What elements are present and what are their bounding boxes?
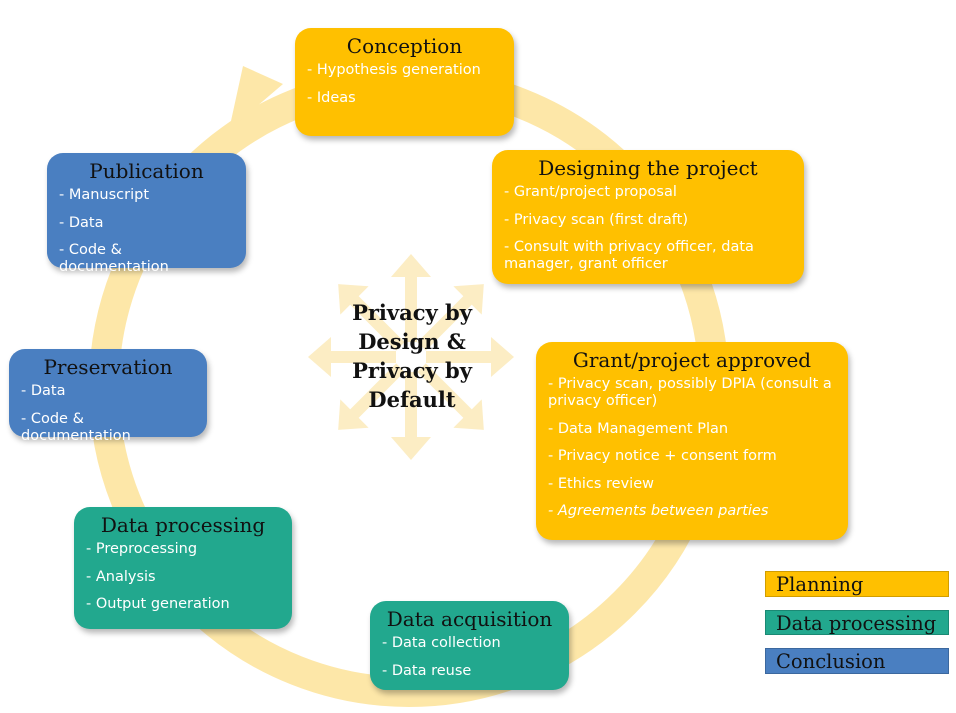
stage-data-acquisition-list: - Data collection - Data reuse <box>382 635 557 680</box>
center-eight-way-arrows-icon <box>308 254 514 460</box>
stage-preservation-item: - Code & documentation <box>21 410 131 444</box>
stage-conception-title: Conception <box>346 34 463 58</box>
stage-publication: Publication - Manuscript - Data - Code &… <box>47 153 246 275</box>
stage-publication-item: - Code & documentation <box>59 242 169 275</box>
stage-grant-approved-title: Grant/project approved <box>572 348 812 372</box>
stage-designing-project-title: Designing the project <box>538 156 758 180</box>
stage-publication-item: - Manuscript <box>59 187 150 203</box>
stage-data-processing-item: - Analysis <box>86 568 156 585</box>
stage-conception: Conception - Hypothesis generation - Ide… <box>295 28 514 136</box>
stage-preservation-item: - Data <box>21 383 66 399</box>
legend-data-processing: Data processing <box>765 610 949 635</box>
cycle-arrowhead-icon <box>229 66 283 130</box>
stage-data-acquisition-item: - Data collection <box>382 635 501 651</box>
stage-grant-approved-item: - Privacy notice + consent form <box>548 448 777 464</box>
stage-grant-approved-list: - Privacy scan, possibly DPIA (consult a… <box>548 376 836 520</box>
stage-data-acquisition-item: - Data reuse <box>382 662 472 679</box>
stage-data-acquisition: Data acquisition - Data collection - Dat… <box>370 601 569 690</box>
stage-grant-approved: Grant/project approved - Privacy scan, p… <box>536 342 848 540</box>
stage-preservation: Preservation - Data - Code & documentati… <box>9 349 207 444</box>
stage-publication-list: - Manuscript - Data - Code & documentati… <box>59 187 234 276</box>
center-title: Privacy by Design & Privacy by Default <box>352 300 472 412</box>
stage-grant-approved-item: - Privacy scan, possibly DPIA (consult a… <box>548 376 832 409</box>
stage-data-processing-list: - Preprocessing - Analysis - Output gene… <box>86 541 280 613</box>
stage-data-acquisition-title: Data acquisition <box>386 607 553 631</box>
stage-designing-project-item: - Grant/project proposal <box>504 184 677 200</box>
legend-planning: Planning <box>765 571 949 597</box>
stage-data-processing: Data processing - Preprocessing - Analys… <box>74 507 292 629</box>
stage-publication-item: - Data <box>59 214 104 231</box>
stage-data-processing-title: Data processing <box>100 513 266 537</box>
stage-grant-approved-item: - Ethics review <box>548 475 654 492</box>
stage-conception-list: - Hypothesis generation - Ideas <box>307 62 502 107</box>
stage-publication-title: Publication <box>89 159 204 183</box>
stage-data-processing-item: - Preprocessing <box>86 541 198 557</box>
stage-grant-approved-item: - Agreements between parties <box>548 503 769 519</box>
stage-preservation-list: - Data - Code & documentation <box>21 383 195 445</box>
stage-data-processing-item: - Output generation <box>86 596 230 612</box>
stage-designing-project-item: - Privacy scan (first draft) <box>504 211 689 228</box>
stage-designing-project: Designing the project - Grant/project pr… <box>492 150 804 284</box>
stage-designing-project-list: - Grant/project proposal - Privacy scan … <box>504 184 792 273</box>
stage-conception-item: - Ideas <box>307 89 356 106</box>
stage-preservation-title: Preservation <box>43 355 173 379</box>
legend-conclusion: Conclusion <box>765 648 949 674</box>
stage-conception-item: - Hypothesis generation <box>307 62 481 78</box>
stage-grant-approved-item: - Data Management Plan <box>548 420 729 437</box>
stage-designing-project-item: - Consult with privacy officer, data man… <box>504 239 754 272</box>
